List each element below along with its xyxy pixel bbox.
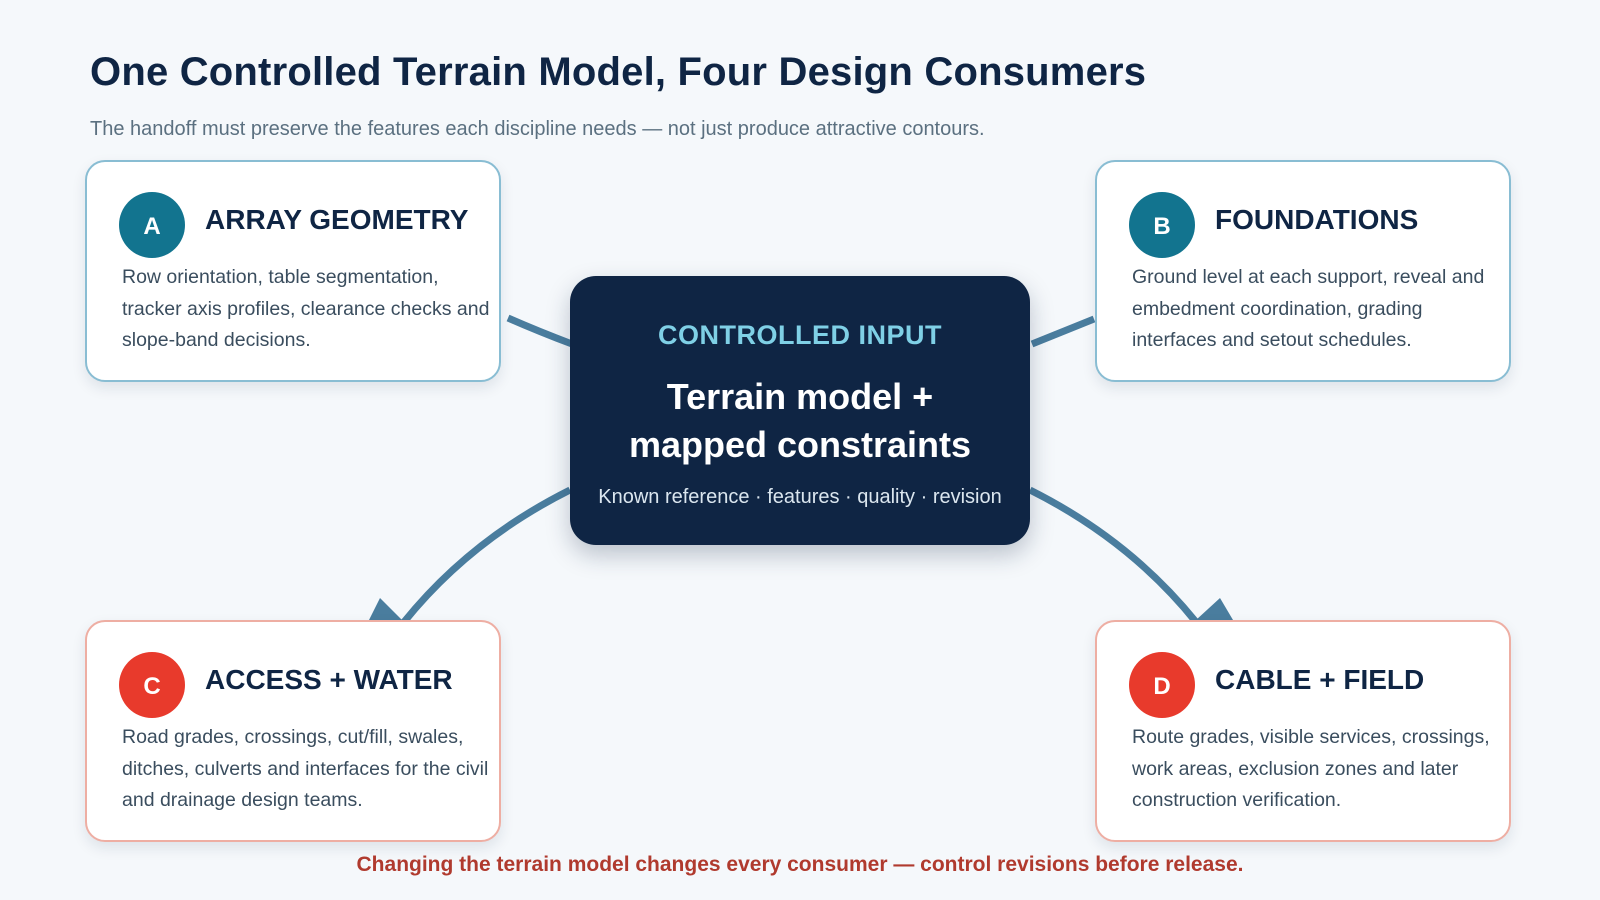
terrain-model-heading-line1: Terrain model +	[666, 376, 934, 417]
connector-c	[401, 486, 572, 625]
card-body-foundations: Ground level at each support, reveal and…	[1132, 266, 1485, 351]
card-access-water: C ACCESS + WATER Road grades, crossings,…	[85, 620, 501, 842]
controlled-input-label: CONTROLLED INPUT	[658, 320, 942, 350]
badge-a: A	[119, 192, 185, 258]
terrain-model-heading: Terrain model + mapped constraints	[570, 373, 1030, 469]
card-body-access-water: Road grades, crossings, cut/fill, swales…	[122, 726, 489, 811]
connector-b	[1030, 315, 1096, 348]
footer-note: Changing the terrain model changes every…	[356, 853, 1244, 876]
card-array-geometry: A ARRAY GEOMETRY Row orientation, table …	[85, 160, 501, 382]
controlled-input-meta: Known reference · features · quality · r…	[598, 486, 1002, 508]
card-title-cable-field: CABLE + FIELD	[1215, 664, 1425, 695]
card-body-cable-field: Route grades, visible services, crossing…	[1132, 726, 1490, 811]
card-foundations: B FOUNDATIONS Ground level at each suppo…	[1095, 160, 1511, 382]
connector-a	[506, 314, 574, 348]
terrain-model-heading-line2: mapped constraints	[628, 424, 972, 465]
card-title-foundations: FOUNDATIONS	[1215, 204, 1419, 235]
card-cable-field: D CABLE + FIELD Route grades, visible se…	[1095, 620, 1511, 842]
page-title: One Controlled Terrain Model, Four Desig…	[90, 50, 1147, 94]
connector-d	[1028, 486, 1199, 625]
card-body-array-geometry: Row orientation, table segmentation, tra…	[122, 266, 490, 351]
page-subtitle: The handoff must preserve the features e…	[90, 118, 985, 140]
arrowhead-d	[1196, 598, 1233, 620]
controlled-input-box: CONTROLLED INPUT Terrain model + mapped …	[570, 276, 1030, 545]
badge-d: D	[1129, 652, 1195, 718]
card-title-array-geometry: ARRAY GEOMETRY	[205, 204, 469, 235]
card-title-access-water: ACCESS + WATER	[205, 664, 453, 695]
arrowhead-c	[369, 598, 402, 620]
badge-c: C	[119, 652, 185, 718]
badge-b: B	[1129, 192, 1195, 258]
